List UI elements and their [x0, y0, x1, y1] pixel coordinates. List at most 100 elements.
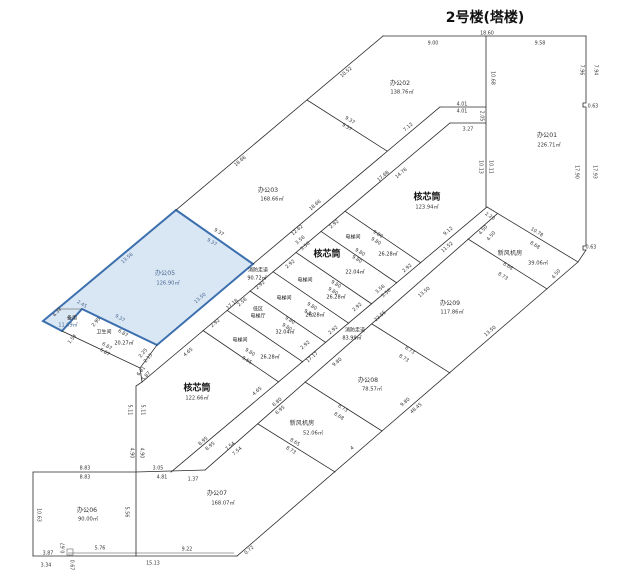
dimension-label: 9.37	[206, 237, 218, 248]
dimension-label: 9.37	[344, 115, 356, 126]
dimension-label: 9.80	[281, 322, 293, 333]
dimension-label: 15.13	[146, 561, 160, 567]
dimension-label: 9.80	[284, 315, 296, 326]
room-name-fresh-air-2: 新风机房	[290, 419, 315, 427]
room-area-elevator-lobby: 32.04㎡	[275, 329, 294, 336]
dimension-label: 4.50	[551, 268, 562, 280]
dimension-label: 9.37	[213, 227, 225, 238]
dimension-label: 11.52	[440, 241, 454, 254]
dimension-label: 9.00	[428, 41, 439, 47]
dimension-label: 7.54	[224, 441, 236, 452]
dimension-label: 2.92	[328, 219, 340, 230]
room-area-elevator: 26.28㎡	[378, 251, 397, 258]
room-name-fresh-air-1: 新风机房	[498, 249, 523, 257]
wall-core-corridor	[170, 206, 488, 473]
dimension-label: 2.45	[76, 299, 88, 310]
dimension-label: 9.80	[331, 357, 343, 368]
dimension-label: 2.92	[351, 302, 363, 313]
dimension-label: 5.11	[140, 405, 146, 416]
dimension-label: 10.52	[339, 66, 353, 79]
room-name-office-06: 办公06	[77, 506, 97, 514]
wall-office06-07-divider	[135, 381, 143, 557]
room-name-office-09: 办公09	[440, 299, 460, 307]
room-name-office-02: 办公02	[390, 79, 410, 87]
dimension-label: 4.90	[129, 448, 135, 459]
dimension-label: 7.94	[593, 65, 599, 76]
wall-fresh-air-office09	[467, 238, 548, 290]
dimension-label: 4.65	[182, 347, 194, 358]
dimension-label: 9.58	[535, 41, 546, 47]
dimension-label: 9.37	[341, 122, 353, 133]
wall-offices-corridor	[252, 106, 441, 265]
room-name-elevator: 电梯间	[232, 337, 247, 344]
core-cross-wall	[320, 230, 398, 284]
dimension-label: 5.87	[141, 370, 152, 382]
dimension-label: 4	[349, 445, 355, 452]
dimension-label: 10.11	[488, 160, 494, 174]
room-area-office-01: 226.71㎡	[537, 141, 561, 149]
dimension-label: 8.73	[337, 403, 349, 414]
wall-office09-08	[371, 323, 451, 374]
dimension-label: 8.73	[404, 345, 416, 356]
dimension-label: 9.80	[370, 236, 382, 247]
room-area-elevator: 26.28㎡	[326, 294, 345, 301]
dimension-label: 7.12	[402, 122, 414, 133]
dimension-label: 17.68	[376, 170, 390, 183]
dimension-label: 4.81	[157, 475, 168, 481]
dimension-label: 3.56	[374, 284, 386, 295]
wall-toilet-east	[139, 344, 158, 369]
wall-toilet-south	[61, 330, 141, 369]
dimension-label: 8.65	[289, 437, 301, 448]
room-area-fresh-air-2: 52.06㎡	[303, 429, 324, 437]
dimension-label: 9.80	[372, 229, 384, 240]
dimension-label: 9.37	[114, 313, 126, 324]
dimension-label: 8.73	[398, 353, 410, 364]
dimension-label: 2.92	[254, 280, 266, 291]
wall-corridor-offices	[204, 213, 498, 471]
room-area-toilet: 20.27㎡	[114, 340, 133, 347]
column-marker	[66, 548, 74, 556]
dimension-label: 0.63	[588, 104, 599, 110]
room-name-office-01: 办公01	[537, 131, 557, 139]
wall-toilet-link	[139, 367, 143, 383]
dimension-label: 2.92	[209, 318, 221, 329]
dimension-label: 5.56	[124, 507, 130, 518]
dimension-label: 0.67	[69, 560, 75, 571]
dimension-label: 10.63	[36, 508, 42, 522]
dimension-label: 2.25	[138, 347, 149, 359]
room-area-core-upper: 123.94㎡	[415, 203, 439, 211]
dimension-label: 8.68	[529, 240, 541, 251]
dimension-label: 7.54	[231, 446, 243, 457]
room-name-elevator-lobby-line2: 电梯厅	[250, 313, 265, 320]
dimension-label: 5.11	[127, 405, 133, 416]
room-area-office-08: 78.57㎡	[362, 385, 383, 393]
dimension-label: 9.80	[303, 308, 315, 319]
dimension-label: 6.80	[271, 397, 283, 408]
dimension-label: 1.37	[188, 477, 199, 483]
dimension-label: 4.65	[251, 386, 263, 397]
dimension-label: 2.56	[236, 297, 248, 308]
dimension-label: 18.60	[480, 31, 494, 37]
dimension-label: 9.80	[327, 286, 339, 297]
room-name-fire-corridor-2: 消防走道	[345, 327, 365, 334]
dimension-label: 3.56	[294, 235, 306, 246]
dimension-label: 3.56	[299, 241, 311, 252]
room-name-office-07: 办公07	[207, 489, 227, 497]
dimension-label: 48.45	[409, 402, 423, 415]
room-name-toilet: 卫生间	[96, 329, 111, 336]
room-name-elevator-lobby-line1: 低区	[253, 306, 263, 313]
dimension-label: 3.05	[153, 466, 164, 472]
core-cross-wall	[295, 251, 373, 305]
room-area-fire-corridor-1: 90.72㎡	[247, 275, 266, 282]
core-cross-wall	[344, 210, 422, 264]
dimension-label: 9.80	[306, 301, 318, 312]
room-name-elevator: 电梯间	[345, 234, 360, 241]
dimension-label: 6.95	[274, 405, 286, 416]
room-name-core-middle: 核芯筒	[313, 248, 340, 260]
dimension-label: 9.22	[182, 547, 193, 553]
dimension-label: 8.83	[80, 466, 91, 472]
dimension-label: 10.68	[490, 71, 496, 85]
dimension-label: 3.34	[41, 563, 52, 569]
room-area-elevator: 26.28㎡	[260, 354, 279, 361]
